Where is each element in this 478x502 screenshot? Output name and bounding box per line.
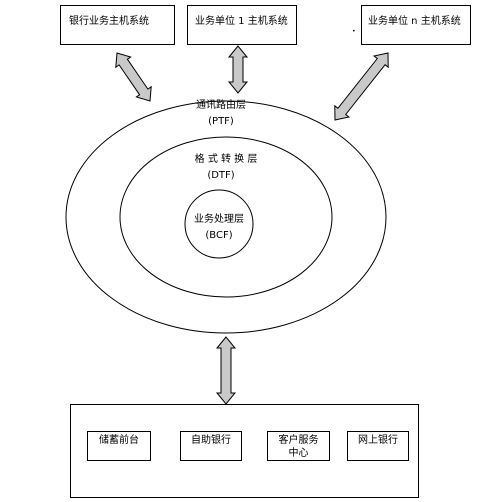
unit-n-host-system-box: 业务单位 n 主机系统: [361, 5, 471, 45]
dtf-layer-code: (DTF): [207, 170, 235, 181]
dtf-layer-ellipse: [119, 136, 333, 298]
connection-arrows: [115, 45, 389, 405]
channel-savings-counter: 储蓄前台: [87, 431, 151, 461]
dtf-layer-label: 格 式 转 换 层 (DTF): [176, 152, 276, 184]
bcf-layer-circle: [184, 189, 254, 259]
channel-label: 自助银行: [191, 435, 231, 446]
channel-label: 储蓄前台: [99, 435, 139, 446]
channel-online-banking: 网上银行: [347, 431, 409, 461]
channels-panel: 储蓄前台 自助银行 客户服务 中心 网上银行: [70, 404, 419, 498]
ellipsis-marker: •: [352, 28, 356, 35]
bcf-layer-label: 业务处理层 (BCF): [184, 212, 254, 244]
bank-host-system-label: 银行业务主机系统: [69, 16, 149, 27]
bank-host-arrow: [115, 52, 152, 102]
unit-1-host-system-label: 业务单位 1 主机系统: [195, 16, 288, 27]
ptf-layer-code: (PTF): [208, 116, 234, 127]
dtf-layer-name: 格 式 转 换 层: [194, 154, 258, 165]
bank-host-system-box: 银行业务主机系统: [60, 5, 175, 45]
unit-n-host-system-label: 业务单位 n 主机系统: [368, 16, 461, 27]
unit-1-host-system-box: 业务单位 1 主机系统: [187, 5, 297, 45]
channel-label: 客户服务: [278, 435, 319, 446]
ptf-layer-ellipse: [65, 100, 387, 334]
channel-customer-service-center: 客户服务 中心: [267, 431, 330, 461]
channels-arrow: [215, 336, 237, 405]
ptf-layer-label: 通讯路由层 (PTF): [176, 98, 266, 130]
unit-1-host-arrow: [227, 45, 249, 94]
channel-label-line2: 中心: [288, 448, 309, 459]
bcf-layer-code: (BCF): [205, 230, 233, 241]
channel-label: 网上银行: [358, 435, 398, 446]
ptf-layer-name: 通讯路由层: [196, 100, 246, 111]
bcf-layer-name: 业务处理层: [194, 214, 244, 225]
channel-self-service-banking: 自助银行: [180, 431, 242, 461]
unit-n-host-arrow: [334, 52, 389, 121]
